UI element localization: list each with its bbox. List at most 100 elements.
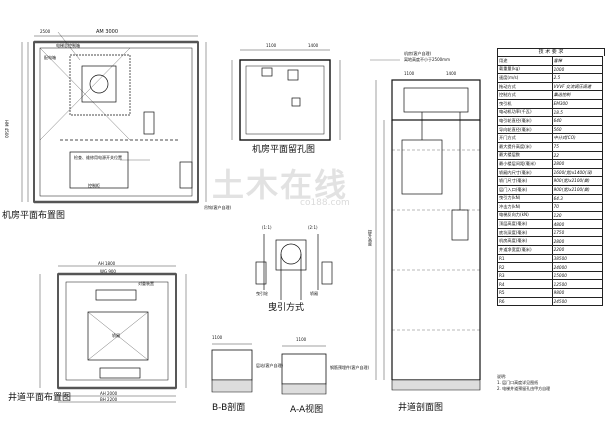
tech-row: 电引轮直径(毫米)640 bbox=[497, 116, 604, 126]
tech-row-label: R5 bbox=[497, 288, 553, 298]
tech-row-value: 2200 bbox=[551, 245, 604, 255]
tech-row: 最大提升高度(米)75 bbox=[497, 141, 604, 152]
tech-row: 电动机功率(千瓦)18.5 bbox=[497, 107, 604, 118]
tech-row-label: 层门入口(毫米) bbox=[497, 184, 553, 195]
aa-dim: 1100 bbox=[296, 337, 307, 342]
tech-row-label: 顶层高度(毫米) bbox=[497, 219, 553, 229]
tech-row-label: 载重量(kg) bbox=[497, 64, 553, 75]
tech-row-value: 70 bbox=[551, 202, 604, 212]
machine-room-openings bbox=[231, 49, 341, 141]
mr-note-bottom: 检查、维修用电源开关位置 bbox=[74, 155, 122, 160]
tech-row-label: 速度(m/s) bbox=[497, 73, 553, 83]
tech-row-value: 客梯 bbox=[551, 56, 604, 66]
tech-row-value: 中分式(CO) bbox=[551, 133, 604, 143]
tech-row-label: R6 bbox=[497, 296, 553, 307]
tech-row-value: 38500 bbox=[551, 253, 604, 264]
tech-row-value: 2800 bbox=[551, 236, 604, 247]
roping-diagram bbox=[255, 234, 333, 300]
title-section-bb: B-B剖面 bbox=[212, 403, 246, 413]
bb-dim: 1100 bbox=[212, 335, 223, 340]
ss-note-top2: 离地高度不小于2500mm bbox=[404, 57, 450, 62]
tech-row-value: 1000 bbox=[551, 64, 604, 75]
tech-row-value: 24000 bbox=[551, 262, 604, 272]
tech-row-value: 64.3 bbox=[551, 193, 604, 204]
tech-row-value: 1600(宽)x1400(深) bbox=[551, 167, 604, 178]
note-line: 1. 层门口高度详见图纸 bbox=[497, 380, 539, 385]
tech-row: 载重量(kg)1000 bbox=[497, 64, 604, 75]
tech-row-label: 电引轮直径(毫米) bbox=[497, 116, 553, 126]
title-shaft-plan: 井道平面布置图 bbox=[8, 393, 72, 403]
mro-dim-right: 1400 bbox=[308, 43, 319, 48]
ss-dim-right: 1400 bbox=[446, 71, 457, 76]
roping-bottom-left: 曳引轮 bbox=[256, 291, 268, 296]
mr-label-hook: 吊钩(客户自理) bbox=[204, 205, 232, 210]
tech-row-value: 640 bbox=[551, 116, 604, 126]
tech-row: 速度(m/s)2.5 bbox=[497, 73, 604, 83]
tech-row-value: EM300 bbox=[551, 98, 604, 109]
tech-row-label: 用途 bbox=[497, 56, 553, 66]
tech-row-value: 4800 bbox=[551, 219, 604, 229]
roping-right-label: (2:1) bbox=[308, 225, 318, 230]
tech-row-value: VVVF 交流调压调速 bbox=[551, 81, 604, 92]
tech-row-value: 900(宽)x2100(高) bbox=[551, 176, 604, 186]
tech-row-value: 15000 bbox=[551, 270, 604, 281]
tech-row-value: 12500 bbox=[551, 279, 604, 290]
sp-dim-bottom-2: BH 2200 bbox=[100, 397, 118, 402]
tech-row: 电梯反向力(kN)120 bbox=[497, 210, 604, 221]
section-bb bbox=[211, 343, 253, 393]
sp-dim-top-2: WG 900 bbox=[100, 269, 116, 274]
tech-row-value: 75 bbox=[551, 141, 604, 152]
sp-dim-bottom-1: AH 2000 bbox=[100, 391, 118, 396]
tech-row-label: 开门方式 bbox=[497, 133, 553, 143]
tech-row: 开门方式中分式(CO) bbox=[497, 133, 604, 143]
tech-row-label: R3 bbox=[497, 270, 553, 281]
tech-row-value: 2800 bbox=[551, 159, 604, 169]
ss-label-travel: 提升高度 bbox=[368, 230, 373, 246]
tech-row-label: 井道净宽度(毫米) bbox=[497, 245, 553, 255]
tech-row: 轿门尺寸(毫米)900(宽)x2100(高) bbox=[497, 176, 604, 186]
roping-left-label: (1:1) bbox=[262, 225, 272, 230]
tech-row-value: 24500 bbox=[551, 296, 604, 307]
sp-dim-top-1: AH 1800 bbox=[98, 261, 116, 266]
tech-row-label: 电动机功率(千瓦) bbox=[497, 107, 553, 118]
mr-dim-top: AM 3000 bbox=[96, 29, 119, 35]
mr-note-mid: 配电箱 bbox=[44, 55, 56, 60]
mr-dim-top-left: 2500 bbox=[40, 29, 51, 34]
tech-row-label: R4 bbox=[497, 279, 553, 290]
mr-label-controller: 控制柜 bbox=[88, 183, 100, 188]
tech-row-label: 轿门尺寸(毫米) bbox=[497, 176, 553, 186]
tech-row-label: 冲击力(kN) bbox=[497, 202, 553, 212]
notes-heading: 说明: bbox=[497, 374, 507, 379]
view-aa bbox=[281, 345, 327, 395]
tech-row-label: 电梯反向力(kN) bbox=[497, 210, 553, 221]
shaft-section bbox=[370, 59, 481, 391]
tech-row: 层门入口(毫米)900(宽)x2100(高) bbox=[497, 184, 604, 195]
ss-dim-left: 1100 bbox=[404, 71, 415, 76]
tech-row-label: 最大楼层数 bbox=[497, 150, 553, 161]
tech-row-label: 曳引机 bbox=[497, 98, 553, 109]
tech-row: 顶层高度(毫米)4800 bbox=[497, 219, 604, 229]
tech-row: 导向轮直径(毫米)560 bbox=[497, 124, 604, 135]
tech-row-label: 底坑深度(毫米) bbox=[497, 227, 553, 238]
roping-bottom-right: 轿厢 bbox=[310, 291, 318, 296]
tech-row: 底坑深度(毫米)1750 bbox=[497, 227, 604, 238]
sp-label-car: 轿厢 bbox=[112, 333, 120, 338]
tech-row-label: R2 bbox=[497, 262, 553, 272]
tech-row: 井道净宽度(毫米)2200 bbox=[497, 245, 604, 255]
mr-dim-right: HM 4500 bbox=[4, 120, 9, 138]
tech-row-value: 1750 bbox=[551, 227, 604, 238]
tech-row-label: 导向轮直径(毫米) bbox=[497, 124, 553, 135]
tech-row: 最小楼层间距(毫米)2800 bbox=[497, 159, 604, 169]
tech-row-label: 轿厢内尺寸(毫米) bbox=[497, 167, 553, 178]
tech-row: 用途客梯 bbox=[497, 56, 604, 66]
tech-row-label: 最小楼层间距(毫米) bbox=[497, 159, 553, 169]
title-machine-room-plan: 机房平面布置图 bbox=[2, 211, 66, 221]
tech-table-title: 技 术 要 求 bbox=[497, 48, 605, 56]
